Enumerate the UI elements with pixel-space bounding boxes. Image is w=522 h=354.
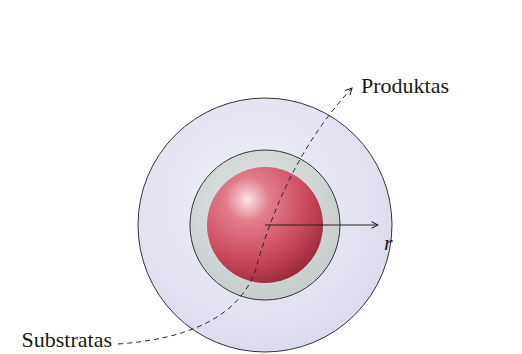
outer-layer	[138, 98, 392, 352]
radius-label: r	[384, 232, 393, 254]
radius-arrow	[265, 225, 378, 226]
substrate-label: Substratas	[22, 329, 112, 351]
product-label: Produktas	[361, 75, 449, 97]
diffusion-path	[118, 88, 352, 344]
